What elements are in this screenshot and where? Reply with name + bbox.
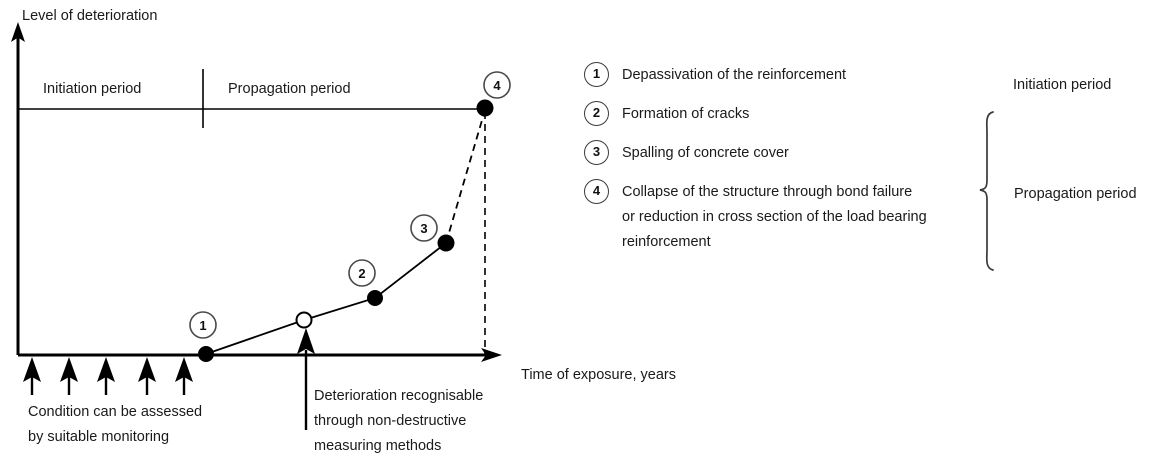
callout-4-label: 4	[493, 78, 501, 93]
side-label-initiation: Initiation period	[1013, 77, 1112, 93]
legend-label-1: Depassivation of the reinforcement	[622, 67, 847, 83]
legend-badge-1: 1	[584, 62, 609, 87]
data-point-4	[476, 99, 494, 117]
legend-label-2: Formation of cracks	[622, 106, 750, 122]
legend-item-3: 3 Spalling of concrete cover	[584, 140, 927, 166]
collapse-branch-dashed	[445, 109, 486, 244]
detection-arrow	[297, 328, 315, 430]
data-point-detection	[295, 311, 313, 329]
monitoring-arrow	[97, 357, 115, 395]
detection-note: Deterioration recognisable through non-d…	[314, 388, 484, 454]
x-axis-label: Time of exposure, years	[521, 367, 676, 383]
legend-badge-2: 2	[584, 101, 609, 126]
legend-label-3: Spalling of concrete cover	[622, 145, 789, 161]
callout-3: 3	[410, 214, 438, 242]
deterioration-curve	[205, 242, 447, 355]
y-axis-label: Level of deterioration	[22, 8, 158, 24]
callout-3-label: 3	[420, 221, 427, 236]
callout-1-label: 1	[199, 318, 206, 333]
monitoring-arrow	[138, 357, 156, 395]
legend-label-4: Collapse of the structure through bond f…	[622, 184, 927, 250]
monitoring-arrows	[23, 357, 193, 395]
data-point-2	[367, 290, 383, 306]
side-label-propagation: Propagation period	[1014, 186, 1137, 202]
callout-1: 1	[189, 311, 217, 339]
monitoring-note: Condition can be assessed by suitable mo…	[28, 404, 203, 445]
legend-badge-3: 3	[584, 140, 609, 165]
data-point-3	[437, 234, 455, 252]
y-axis-arrowhead	[11, 22, 25, 42]
legend-item-2: 2 Formation of cracks	[584, 101, 927, 127]
legend-item-1: 1 Depassivation of the reinforcement	[584, 62, 927, 88]
callout-2-label: 2	[358, 266, 365, 281]
legend-item-4: 4 Collapse of the structure through bond…	[584, 179, 927, 255]
x-axis	[18, 348, 502, 362]
y-axis	[11, 22, 25, 355]
band-label-propagation: Propagation period	[228, 81, 351, 97]
callout-2: 2	[348, 259, 376, 287]
propagation-brace	[979, 111, 994, 271]
x-axis-arrowhead	[481, 348, 502, 362]
monitoring-arrow	[23, 357, 41, 395]
monitoring-arrow	[60, 357, 78, 395]
monitoring-arrow	[175, 357, 193, 395]
legend: 1 Depassivation of the reinforcement 2 F…	[584, 60, 927, 250]
data-point-1	[198, 346, 214, 362]
legend-badge-4: 4	[584, 179, 609, 204]
band-label-initiation: Initiation period	[43, 81, 142, 97]
callout-4: 4	[483, 71, 511, 99]
